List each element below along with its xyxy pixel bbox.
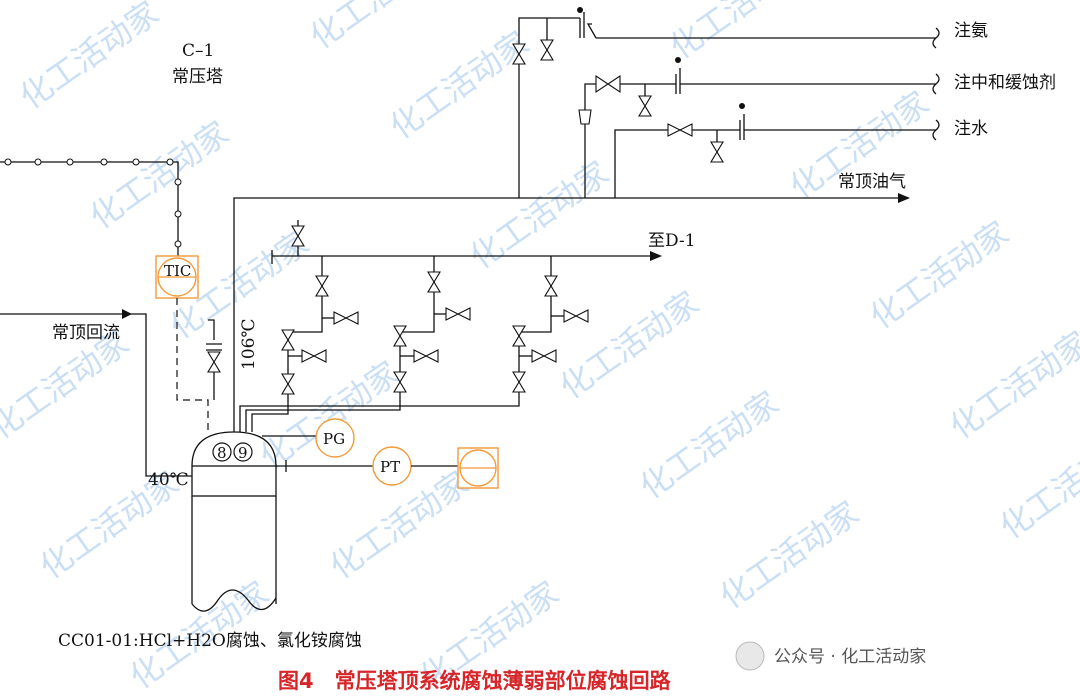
svg-text:化工活动家: 化工活动家 [303,0,456,57]
loop-8-label: 8 [217,444,227,462]
ammonia-injection [512,7,940,65]
svg-text:化工活动家: 化工活动家 [993,424,1080,547]
branch-3 [512,256,589,393]
svg-text:化工活动家: 化工活动家 [463,154,616,277]
svg-text:化工活动家: 化工活动家 [863,214,1016,337]
figure-caption: 图4 常压塔顶系统腐蚀薄弱部位腐蚀回路 [278,669,672,693]
column-id: C–1 [182,41,214,61]
column-name: 常压塔 [172,67,223,87]
svg-text:化工活动家: 化工活动家 [663,0,816,67]
svg-text:化工活动家: 化工活动家 [383,24,536,147]
pt-instrument: PT [276,446,499,489]
reflux-temp: 40℃ [148,470,189,490]
wechat-footer: 公众号 · 化工活动家 [735,641,926,671]
water-label: 注水 [954,119,988,139]
pt-label: PT [380,458,400,476]
svg-text:化工活动家: 化工活动家 [633,384,786,507]
svg-text:化工活动家: 化工活动家 [13,0,166,117]
svg-text:化工活动家: 化工活动家 [83,114,236,237]
corrosion-note: CC01-01:HCl+H2O腐蚀、氯化铵腐蚀 [58,631,362,651]
tic-instrument: TIC [155,255,199,299]
pg-instrument: PG [262,418,355,458]
svg-text:化工活动家: 化工活动家 [553,284,706,407]
overhead-line [233,193,910,432]
to-d1-label: 至D-1 [648,231,696,251]
footer-account: 公众号 · 化工活动家 [774,647,926,667]
svg-text:化工活动家: 化工活动家 [943,324,1080,447]
overhead-temp: 106℃ [239,319,259,370]
tic-label: TIC [164,262,191,280]
d1-line [271,220,662,264]
water-injection [667,103,940,163]
signal-line [0,158,182,262]
tic-control-line [176,298,209,430]
loop-9-label: 9 [238,444,248,462]
column-vessel: 8 9 [191,431,277,612]
pg-label: PG [323,430,345,448]
neutralizer-injection [578,57,940,125]
branch-1 [281,256,359,396]
branch-2 [393,256,471,394]
reflux-control-valve [206,319,222,400]
overhead-gas-label: 常顶油气 [838,172,906,192]
neutralizer-label: 注中和缓蚀剂 [954,73,1056,93]
svg-text:化工活动家: 化工活动家 [713,494,866,617]
reflux-label: 常顶回流 [52,323,120,343]
ammonia-label: 注氨 [954,21,988,41]
